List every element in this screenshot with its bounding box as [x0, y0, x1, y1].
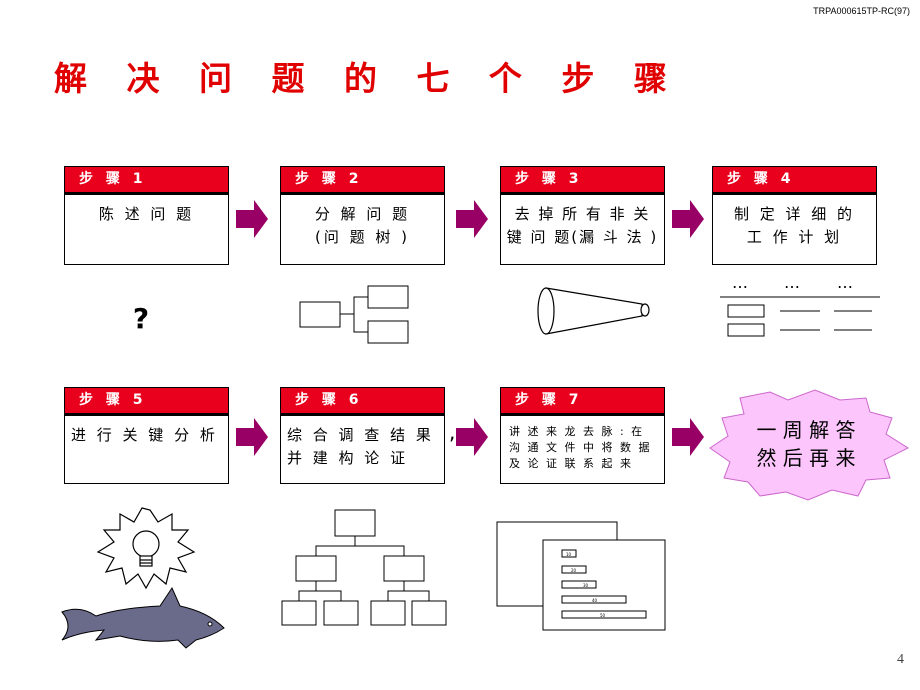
report-bar-label: 30 [583, 583, 589, 588]
answer-burst-shape [709, 389, 910, 501]
report-document-icon [496, 521, 666, 631]
step-5-box: 步 骤 5 进 行 关 键 分 析 [64, 387, 229, 484]
arrow-6-7 [456, 418, 488, 456]
step-2-text: 分 解 问 题(问 题 树 ) [314, 205, 411, 246]
burst-line-2: 然 后 再 来 [756, 446, 855, 470]
step-6-text: 综 合 调 查 结 果并 建 构 论 证 [287, 426, 434, 467]
report-bar-label: 10 [566, 552, 572, 557]
arrow-5-6 [236, 418, 268, 456]
step-7-header: 步 骤 7 [501, 388, 664, 416]
step-1-header: 步 骤 1 [65, 167, 228, 195]
step-3-box: 步 骤 3 去 掉 所 有 非 关键 问 题(漏 斗 法 ) [500, 166, 665, 265]
step-6-comma: , [449, 420, 456, 444]
funnel-icon [537, 287, 650, 335]
page-number: 4 [897, 652, 904, 667]
step-4-header: 步 骤 4 [713, 167, 876, 195]
burst-line-1: 一 周 解 答 [756, 418, 855, 442]
arrow-2-3 [456, 200, 488, 238]
step-2-box: 步 骤 2 分 解 问 题(问 题 树 ) [280, 166, 445, 265]
step-6-box: 步 骤 6 综 合 调 查 结 果并 建 构 论 证 [280, 387, 445, 484]
step-1-box: 步 骤 1 陈 述 问 题 [64, 166, 229, 265]
step-7-box: 步 骤 7 讲 述 来 龙 去 脉 : 在沟 通 文 件 中 将 数 据及 论 … [500, 387, 665, 484]
shark-icon [61, 586, 225, 649]
arrow-7-burst [672, 418, 704, 456]
problem-tree-icon [299, 285, 409, 344]
step-1-text: 陈 述 问 题 [98, 205, 195, 223]
arrow-3-4 [672, 200, 704, 238]
plan-dots: … [784, 273, 800, 292]
step-6-header: 步 骤 6 [281, 388, 444, 416]
arrow-1-2 [236, 200, 268, 238]
step-5-text: 进 行 关 键 分 析 [71, 426, 218, 444]
work-plan-icon [720, 296, 880, 337]
step-7-text: 讲 述 来 龙 去 脉 : 在沟 通 文 件 中 将 数 据及 论 证 联 系 … [509, 425, 652, 470]
report-bar-label: 50 [600, 613, 606, 618]
step-4-text: 制 定 详 细 的工 作 计 划 [733, 205, 856, 246]
document-code: TRPA000615TP-RC(97) [813, 6, 910, 16]
report-bar-label: 20 [571, 568, 577, 573]
step-2-header: 步 骤 2 [281, 167, 444, 195]
hierarchy-tree-icon [281, 509, 447, 626]
plan-dots: … [732, 273, 748, 292]
step-3-text: 去 掉 所 有 非 关键 问 题(漏 斗 法 ) [506, 205, 659, 246]
slide-title: 解 决 问 题 的 七 个 步 骤 [54, 59, 681, 98]
question-mark-icon: ? [133, 302, 149, 335]
step-4-box: 步 骤 4 制 定 详 细 的工 作 计 划 [712, 166, 877, 265]
step-3-header: 步 骤 3 [501, 167, 664, 195]
report-bar-label: 40 [592, 598, 598, 603]
plan-dots: … [837, 273, 853, 292]
step-5-header: 步 骤 5 [65, 388, 228, 416]
lightbulb-icon [96, 507, 196, 590]
